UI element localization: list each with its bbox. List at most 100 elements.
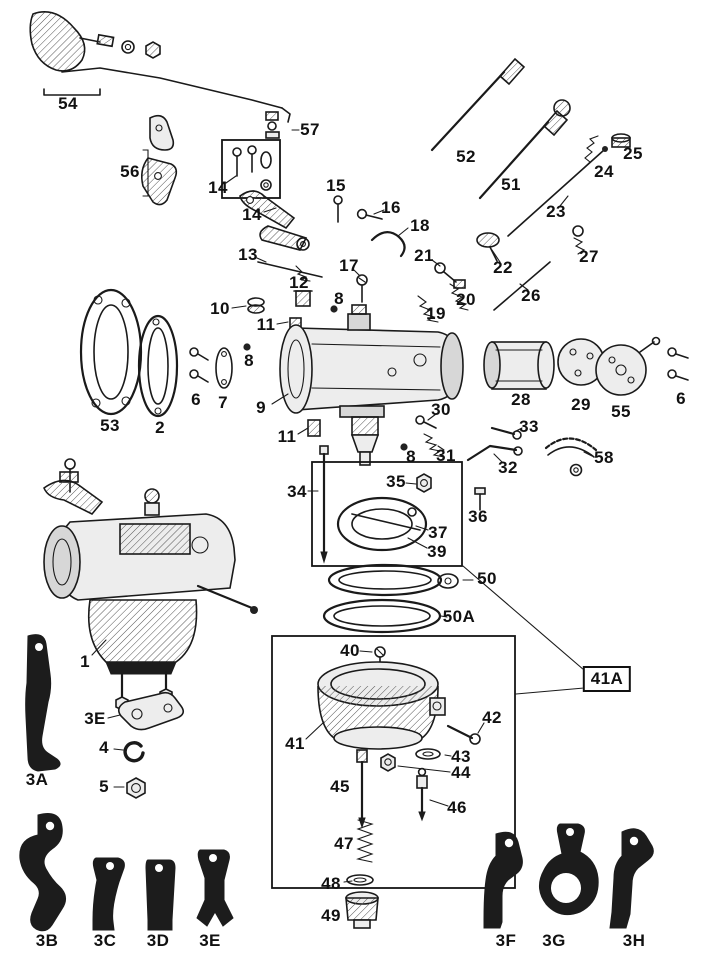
part-label-48: 48 xyxy=(321,874,341,893)
part-label-23: 23 xyxy=(546,202,566,221)
part-label-41: 41 xyxy=(285,734,305,753)
part-label-27: 27 xyxy=(579,247,599,266)
part-label-44: 44 xyxy=(451,763,471,782)
part-label-31: 31 xyxy=(436,446,456,465)
part-16-screw-art xyxy=(356,208,383,220)
part-label-25: 25 xyxy=(623,144,643,163)
part-22-valve-art xyxy=(476,232,500,262)
part-12-cup-art xyxy=(293,290,313,307)
part-57-fitting-art xyxy=(265,111,300,139)
part-33-pin-art xyxy=(490,426,522,440)
part-23-rod-art xyxy=(507,146,608,237)
part-label-53: 53 xyxy=(100,416,120,435)
part-label-42: 42 xyxy=(482,708,502,727)
part-32-lever-art xyxy=(466,444,523,462)
part-8-ball-c-art xyxy=(400,443,408,451)
part-label-51: 51 xyxy=(501,175,521,194)
part-label-58: 58 xyxy=(594,448,614,467)
part-10-grommet-art xyxy=(247,297,265,314)
part-8-ball-b-art xyxy=(243,343,251,351)
part-31-spring-art xyxy=(423,433,445,458)
part-13-rod-art xyxy=(257,261,323,282)
part-52-needle-art xyxy=(430,57,526,152)
part-label-40: 40 xyxy=(340,641,360,660)
part-label-3C: 3C xyxy=(93,931,117,950)
part-label-3F: 3F xyxy=(495,931,517,950)
part-9-carburetor-body-art xyxy=(279,304,464,466)
part-24-spring-art xyxy=(583,135,599,169)
part-label-8a: 8 xyxy=(334,289,344,308)
part-18-clip-art xyxy=(370,231,406,258)
part-label-36: 36 xyxy=(468,507,488,526)
part-label-3H: 3H xyxy=(622,931,646,950)
part-30-screw-art xyxy=(415,415,437,429)
part-label-3Eb: 3E xyxy=(199,931,221,950)
part-4-lockwasher-art xyxy=(123,741,145,763)
part-label-41A: 41A xyxy=(582,666,632,692)
part-label-49: 49 xyxy=(321,906,341,925)
part-label-33: 33 xyxy=(519,417,539,436)
part-50A-gasket-art xyxy=(322,598,442,634)
part-label-14a: 14 xyxy=(208,178,228,197)
part-label-9: 9 xyxy=(256,398,266,417)
part-label-6b: 6 xyxy=(676,389,686,408)
part-label-11b: 11 xyxy=(277,427,297,446)
part-label-26: 26 xyxy=(521,286,541,305)
part-54-throttle-lever-art xyxy=(29,11,291,123)
part-7-gasket-art xyxy=(215,347,233,389)
part-36-screw-art xyxy=(474,487,486,511)
part-label-3A: 3A xyxy=(25,770,49,789)
part-label-11a: 11 xyxy=(256,315,276,334)
part-label-3B: 3B xyxy=(35,931,59,950)
part-label-14b: 14 xyxy=(242,205,262,224)
part-label-3G: 3G xyxy=(542,931,566,950)
part-14-lever-art xyxy=(239,190,310,251)
part-label-50A: 50A xyxy=(442,607,476,626)
part-label-18: 18 xyxy=(410,216,430,235)
part-label-54: 54 xyxy=(58,94,78,113)
part-label-16: 16 xyxy=(381,198,401,217)
part-label-32: 32 xyxy=(498,458,518,477)
part-3H-bracket-art xyxy=(609,828,654,929)
part-label-12: 12 xyxy=(289,273,309,292)
part-58-rack-art xyxy=(544,437,598,477)
bowl-assembly-box-art xyxy=(271,635,516,889)
part-label-55: 55 xyxy=(611,402,631,421)
part-label-19: 19 xyxy=(426,304,446,323)
part-label-17: 17 xyxy=(339,256,359,275)
part-3B-bracket-art xyxy=(19,813,66,932)
part-label-29: 29 xyxy=(571,395,591,414)
part-53-gasket-art xyxy=(79,288,143,416)
part-2-gasket-art xyxy=(137,314,179,418)
part-19-spring-art xyxy=(417,295,439,323)
part-label-8b: 8 xyxy=(244,351,254,370)
part-21-link-art xyxy=(434,262,466,289)
part-label-21: 21 xyxy=(414,246,434,265)
part-6-screws-right-art xyxy=(667,347,689,381)
part-8-ball-a-art xyxy=(330,305,338,313)
part-label-10: 10 xyxy=(210,299,230,318)
part-3E-bracket-bottom-art xyxy=(196,849,234,927)
callout-41A-connectors xyxy=(462,565,585,695)
part-50-gasket-art xyxy=(327,563,459,597)
part-label-20: 20 xyxy=(456,290,476,309)
part-25-nut-art xyxy=(611,133,631,148)
part-label-56: 56 xyxy=(120,162,140,181)
part-3F-bracket-art xyxy=(483,831,523,929)
part-label-47: 47 xyxy=(334,834,354,853)
part-5-nut-art xyxy=(126,777,146,799)
part-17-screw-art xyxy=(356,274,368,303)
part-label-1: 1 xyxy=(80,652,90,671)
part-label-52: 52 xyxy=(456,147,476,166)
part-label-43: 43 xyxy=(451,747,471,766)
part-51-needle-art xyxy=(478,99,571,200)
part-14-screw-box-art xyxy=(221,139,281,199)
part-label-57: 57 xyxy=(300,120,320,139)
part-3G-bracket-art xyxy=(539,823,599,916)
part-56-bracket-art xyxy=(141,114,178,206)
part-label-50: 50 xyxy=(477,569,497,588)
part-label-6a: 6 xyxy=(191,390,201,409)
part-6-screws-left-art xyxy=(189,347,209,383)
part-15-screw-art xyxy=(333,195,343,223)
